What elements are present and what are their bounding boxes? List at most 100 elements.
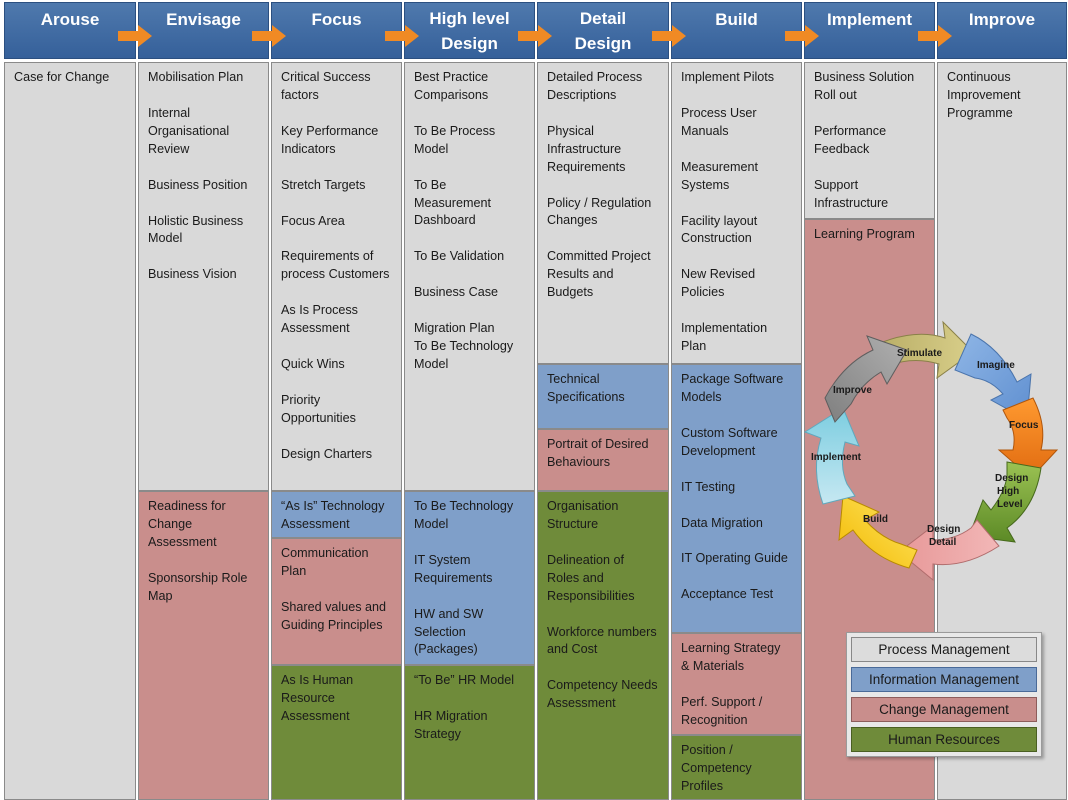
cycle-label-implement: Implement <box>811 452 862 463</box>
deliverable-item: Continuous Improvement Programme <box>947 70 1021 120</box>
deliverable-item: “As Is” Technology Assessment <box>281 499 385 531</box>
phase-header-arouse: Arouse <box>4 2 136 59</box>
arrow-right-icon <box>518 25 552 47</box>
implement-process-block: Business Solution Roll out Performance F… <box>804 62 935 219</box>
deliverable-item: Critical Success factors <box>281 70 371 102</box>
deliverable-item: Internal Organisational Review <box>148 105 230 156</box>
detail-design-information-block: Technical Specifications <box>537 364 669 429</box>
deliverable-item: Custom Software Development <box>681 425 778 458</box>
deliverable-item: Physical Infrastructure Requirements <box>547 123 626 174</box>
phase-header-focus: Focus <box>271 2 402 59</box>
deliverable-item: To Be Validation <box>414 249 505 264</box>
deliverable-item: Shared values and Guiding Principles <box>281 599 387 632</box>
deliverable-item: Learning Program <box>814 227 915 241</box>
cycle-arrow-improve <box>824 335 908 423</box>
high-level-design-process-block: Best Practice Comparisons To Be Process … <box>404 62 535 491</box>
cycle-label-improve: Improve <box>833 385 872 396</box>
cycle-label-line: Design <box>995 473 1028 484</box>
deliverable-item: Technical Specifications <box>547 372 625 404</box>
arrow-right-icon <box>918 25 952 47</box>
detail-design-process-block: Detailed Process Descriptions Physical I… <box>537 62 669 364</box>
deliverable-item: Key Performance Indicators <box>281 123 379 156</box>
deliverable-item: Requirements of process Customers <box>281 249 390 282</box>
phase-header-envisage: Envisage <box>138 2 269 59</box>
focus-information-block: “As Is” Technology Assessment <box>271 491 402 538</box>
deliverable-item: Committed Project Results and Budgets <box>547 249 651 300</box>
cycle-label-stimulate: Stimulate <box>897 348 942 359</box>
deliverable-item: Focus Area <box>281 213 345 228</box>
deliverable-item: Business Case <box>414 285 498 300</box>
detail-design-change-block: Portrait of Desired Behaviours <box>537 429 669 491</box>
cycle-arrow-imagine <box>954 333 1032 421</box>
deliverable-item: To Be Technology Model <box>414 499 514 531</box>
cycle-label-build: Build <box>863 514 888 525</box>
build-hr-block: Position / Competency Profiles <box>671 735 802 800</box>
deliverable-item: HW and SW Selection (Packages) <box>414 606 484 657</box>
deliverable-item: Design Charters <box>281 446 372 461</box>
build-change-block: Learning Strategy & Materials Perf. Supp… <box>671 633 802 735</box>
deliverable-item: Package Software Models <box>681 372 784 404</box>
deliverable-item: As Is Process Assessment <box>281 303 358 336</box>
deliverable-item: IT Operating Guide <box>681 551 788 566</box>
focus-change-block: Communication Plan Shared values and Gui… <box>271 538 402 665</box>
arrow-right-icon <box>652 25 686 47</box>
deliverable-item: IT System Requirements <box>414 552 493 585</box>
deliverable-item: Case for Change <box>14 70 110 84</box>
deliverable-item: Stretch Targets <box>281 177 366 192</box>
deliverable-item: Workforce numbers and Cost <box>547 624 657 657</box>
focus-hr-block: As Is Human Resource Assessment <box>271 665 402 800</box>
arrow-right-icon <box>785 25 819 47</box>
deliverable-item: Best Practice Comparisons <box>414 70 489 102</box>
deliverable-item: Migration Plan To Be Technology Model <box>414 321 514 371</box>
deliverable-item: Competency Needs Assessment <box>547 678 658 711</box>
deliverable-item: Delineation of Roles and Responsibilitie… <box>547 552 635 603</box>
cycle-arrow-build <box>838 495 918 569</box>
deliverable-item: To Be Process Model <box>414 123 496 156</box>
deliverable-item: To Be Measurement Dashboard <box>414 177 491 228</box>
deliverable-item: Organisation Structure <box>547 499 619 531</box>
deliverable-item: Mobilisation Plan <box>148 70 244 84</box>
deliverable-item: Sponsorship Role Map <box>148 570 248 603</box>
legend-item-process-management: Process Management <box>851 637 1037 662</box>
deliverable-item: Measurement Systems <box>681 159 758 192</box>
deliverable-item: HR Migration Strategy <box>414 708 488 741</box>
arrow-right-icon <box>118 25 152 47</box>
deliverable-item: Perf. Support / Recognition <box>681 694 763 727</box>
deliverable-item: Process User Manuals <box>681 105 757 138</box>
phase-header-build: Build <box>671 2 802 59</box>
arouse-process-block: Case for Change <box>4 62 136 800</box>
deliverable-item: Priority Opportunities <box>281 392 356 425</box>
build-information-block: Package Software Models Custom Software … <box>671 364 802 633</box>
deliverable-item: Position / Competency Profiles <box>681 743 752 793</box>
phase-header-detail-design: Detail Design <box>537 2 669 59</box>
deliverable-item: Support Infrastructure <box>814 177 889 210</box>
legend-item-human-resources: Human Resources <box>851 727 1037 752</box>
deliverable-item: Business Position <box>148 177 248 192</box>
deliverable-item: Holistic Business Model <box>148 213 244 246</box>
deliverable-item: IT Testing <box>681 479 736 494</box>
phase-header-high-level-design: High level Design <box>404 2 535 59</box>
legend: Process Management Information Managemen… <box>846 632 1042 757</box>
deliverable-item: Acceptance Test <box>681 587 774 602</box>
build-process-block: Implement Pilots Process User Manuals Me… <box>671 62 802 364</box>
deliverable-item: Detailed Process Descriptions <box>547 70 643 102</box>
phase-header-improve: Improve <box>937 2 1067 59</box>
deliverable-item: Data Migration <box>681 515 763 530</box>
deliverable-item: Facility layout Construction <box>681 213 758 246</box>
deliverable-item: Policy / Regulation Changes <box>547 195 652 228</box>
envisage-change-block: Readiness for Change Assessment Sponsors… <box>138 491 269 800</box>
deliverable-item: Business Solution Roll out <box>814 70 915 102</box>
deliverable-item: Performance Feedback <box>814 123 887 156</box>
cycle-label-focus: Focus <box>1009 420 1039 431</box>
deliverable-item: As Is Human Resource Assessment <box>281 673 354 723</box>
legend-item-change-management: Change Management <box>851 697 1037 722</box>
cycle-arrow-design-detail <box>898 519 1000 582</box>
deliverable-item: Readiness for Change Assessment <box>148 499 226 549</box>
deliverable-item: Quick Wins <box>281 357 345 372</box>
phase-header-implement: Implement <box>804 2 935 59</box>
cycle-arrow-implement <box>803 407 860 505</box>
arrow-right-icon <box>385 25 419 47</box>
envisage-process-block: Mobilisation Plan Internal Organisationa… <box>138 62 269 491</box>
